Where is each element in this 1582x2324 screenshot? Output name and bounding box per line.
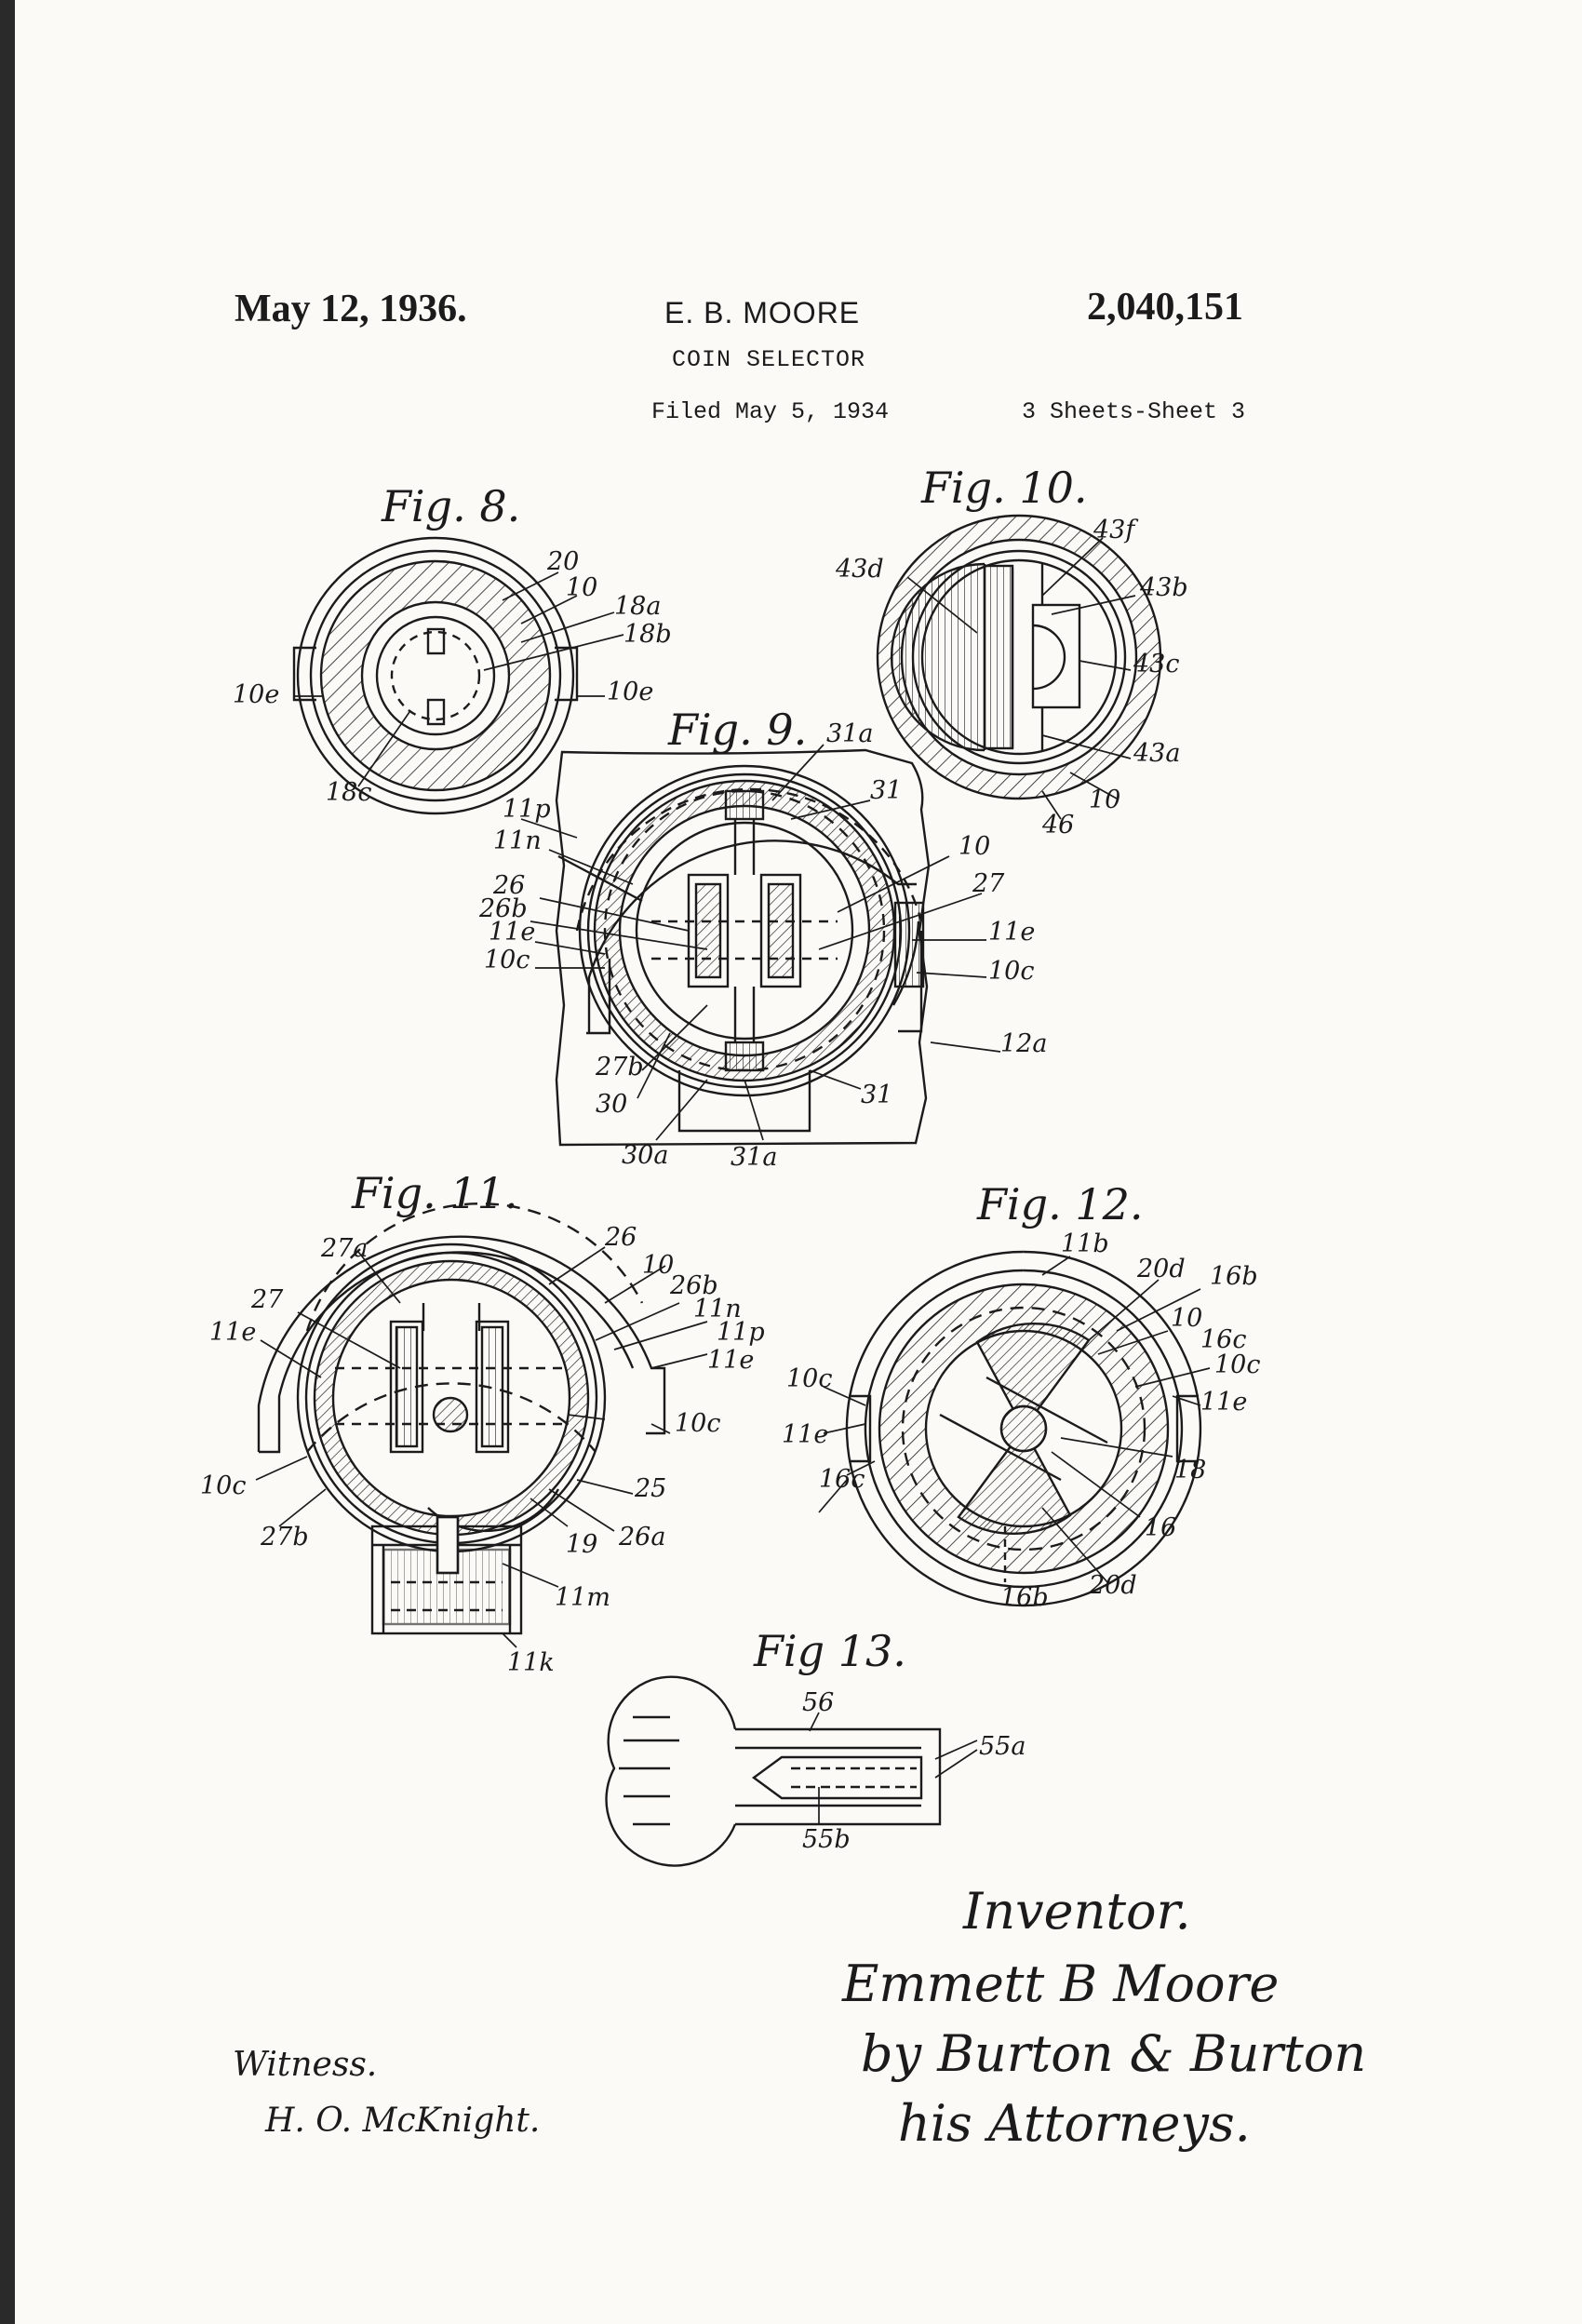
fig9-ref: 31a — [826, 719, 873, 748]
fig11-ref: 27 — [250, 1285, 284, 1314]
fig8-ref: 10e — [233, 680, 279, 709]
fig13-title: Fig 13. — [753, 1626, 906, 1676]
fig8-ref: 10e — [607, 678, 653, 706]
fig9-ref: 11e — [988, 918, 1035, 947]
fig10-ref: 10 — [1089, 786, 1120, 814]
fig12-ref: 16c — [819, 1465, 865, 1494]
fig9-ref: 26 — [492, 871, 525, 900]
fig10-ref: 43f — [1093, 516, 1138, 544]
fig8-ref: 10 — [566, 573, 597, 602]
fig9-ref: 10c — [988, 957, 1034, 986]
fig11-ref: 26b — [669, 1271, 718, 1300]
fig11-ref: 11n — [693, 1295, 742, 1323]
fig9-ref: 30 — [596, 1090, 627, 1119]
fig12-title: Fig. 12. — [976, 1179, 1143, 1229]
fig10-ref: 46 — [1041, 811, 1074, 840]
attorneys-label: his Attorneys. — [898, 2094, 1251, 2153]
fig11-ref: 11m — [555, 1583, 610, 1612]
fig13-ref: 56 — [802, 1688, 834, 1717]
patent-subject: COIN SELECTOR — [672, 346, 866, 373]
fig9-ref: 30a — [622, 1141, 668, 1170]
patent-date: May 12, 1936. — [235, 288, 467, 330]
fig9-ref: 27b — [595, 1053, 644, 1081]
patent-number: 2,040,151 — [1087, 286, 1243, 329]
fig8-drawing — [292, 536, 579, 815]
scan-edge-rule — [0, 0, 15, 2324]
fig12-ref: 10 — [1171, 1304, 1202, 1333]
fig12-ref: 16 — [1145, 1513, 1176, 1542]
fig11-ref: 25 — [634, 1474, 666, 1503]
fig11-ref: 10c — [675, 1409, 720, 1438]
fig11-drawing — [257, 1202, 666, 1635]
fig13-ref: 55a — [979, 1732, 1026, 1761]
fig9-ref: 10 — [959, 832, 990, 861]
fig10-drawing — [876, 514, 1162, 800]
fig9-ref: 11n — [493, 826, 542, 855]
fig13-drawing — [605, 1675, 942, 1867]
fig12-ref: 16c — [1200, 1325, 1246, 1354]
fig10-ref: 43d — [835, 555, 884, 584]
fig12-ref: 10c — [786, 1364, 832, 1393]
fig12-ref: 11e — [782, 1420, 828, 1449]
fig11-ref: 27b — [260, 1523, 309, 1552]
fig12-ref: 16b — [1000, 1583, 1049, 1612]
fig8-ref: 18c — [326, 778, 371, 807]
fig12-drawing — [845, 1250, 1202, 1607]
fig11-ref: 26a — [618, 1523, 665, 1552]
fig9-title: Fig. 9. — [667, 705, 807, 755]
filed-date: Filed May 5, 1934 — [651, 398, 890, 425]
inventor-label: Inventor. — [962, 1882, 1191, 1941]
fig11-ref: 10 — [642, 1251, 674, 1280]
fig9-ref: 27 — [972, 869, 1005, 898]
fig11-ref: 26 — [604, 1223, 637, 1252]
fig9-ref: 31 — [870, 776, 902, 805]
fig11-ref: 10c — [200, 1471, 246, 1500]
fig10-ref: 43c — [1133, 650, 1179, 678]
fig11-ref: 11p — [717, 1318, 765, 1347]
fig11-ref: 11e — [209, 1318, 256, 1347]
fig11-ref: 11e — [707, 1346, 754, 1375]
fig9-ref: 31a — [731, 1143, 777, 1172]
fig8-title: Fig. 8. — [381, 481, 520, 531]
inventor-name-header: E. B. MOORE — [664, 296, 861, 329]
fig12-ref: 10c — [1214, 1350, 1260, 1379]
fig11-ref: 27a — [320, 1234, 368, 1263]
fig11-title: Fig. 11. — [351, 1168, 517, 1218]
fig8-ref: 18b — [623, 620, 672, 649]
fig9-ref: 11p — [503, 795, 551, 824]
fig9-ref: 26b — [478, 894, 528, 923]
fig9-ref: 12a — [1000, 1029, 1047, 1058]
fig10-title: Fig. 10. — [920, 463, 1087, 513]
attorney-signature: by Burton & Burton — [861, 2024, 1366, 2083]
fig12-ref: 18 — [1174, 1456, 1206, 1484]
fig8-ref: 20 — [546, 547, 579, 576]
fig10-ref: 43a — [1133, 739, 1180, 768]
fig13-ref: 55b — [802, 1825, 851, 1854]
fig12-ref: 11e — [1200, 1388, 1247, 1417]
sheet-count: 3 Sheets-Sheet 3 — [1022, 398, 1246, 425]
fig10-ref: 43b — [1139, 573, 1188, 602]
fig12-ref: 20d — [1088, 1571, 1137, 1600]
fig9-ref: 11e — [489, 918, 535, 947]
inventor-signature: Emmett B Moore — [841, 1955, 1279, 2013]
fig9-ref: 10c — [484, 946, 530, 974]
fig9-ref: 31 — [861, 1081, 892, 1109]
fig12-ref: 11b — [1061, 1229, 1109, 1258]
fig8-ref: 18a — [614, 592, 661, 621]
fig12-ref: 20d — [1136, 1255, 1186, 1283]
witness-label: Witness. — [233, 2046, 377, 2084]
fig11-ref: 19 — [566, 1530, 597, 1559]
fig12-ref: 16b — [1210, 1262, 1258, 1291]
fig11-ref: 11k — [507, 1648, 555, 1677]
witness-signature: H. O. McKnight. — [264, 2102, 540, 2140]
